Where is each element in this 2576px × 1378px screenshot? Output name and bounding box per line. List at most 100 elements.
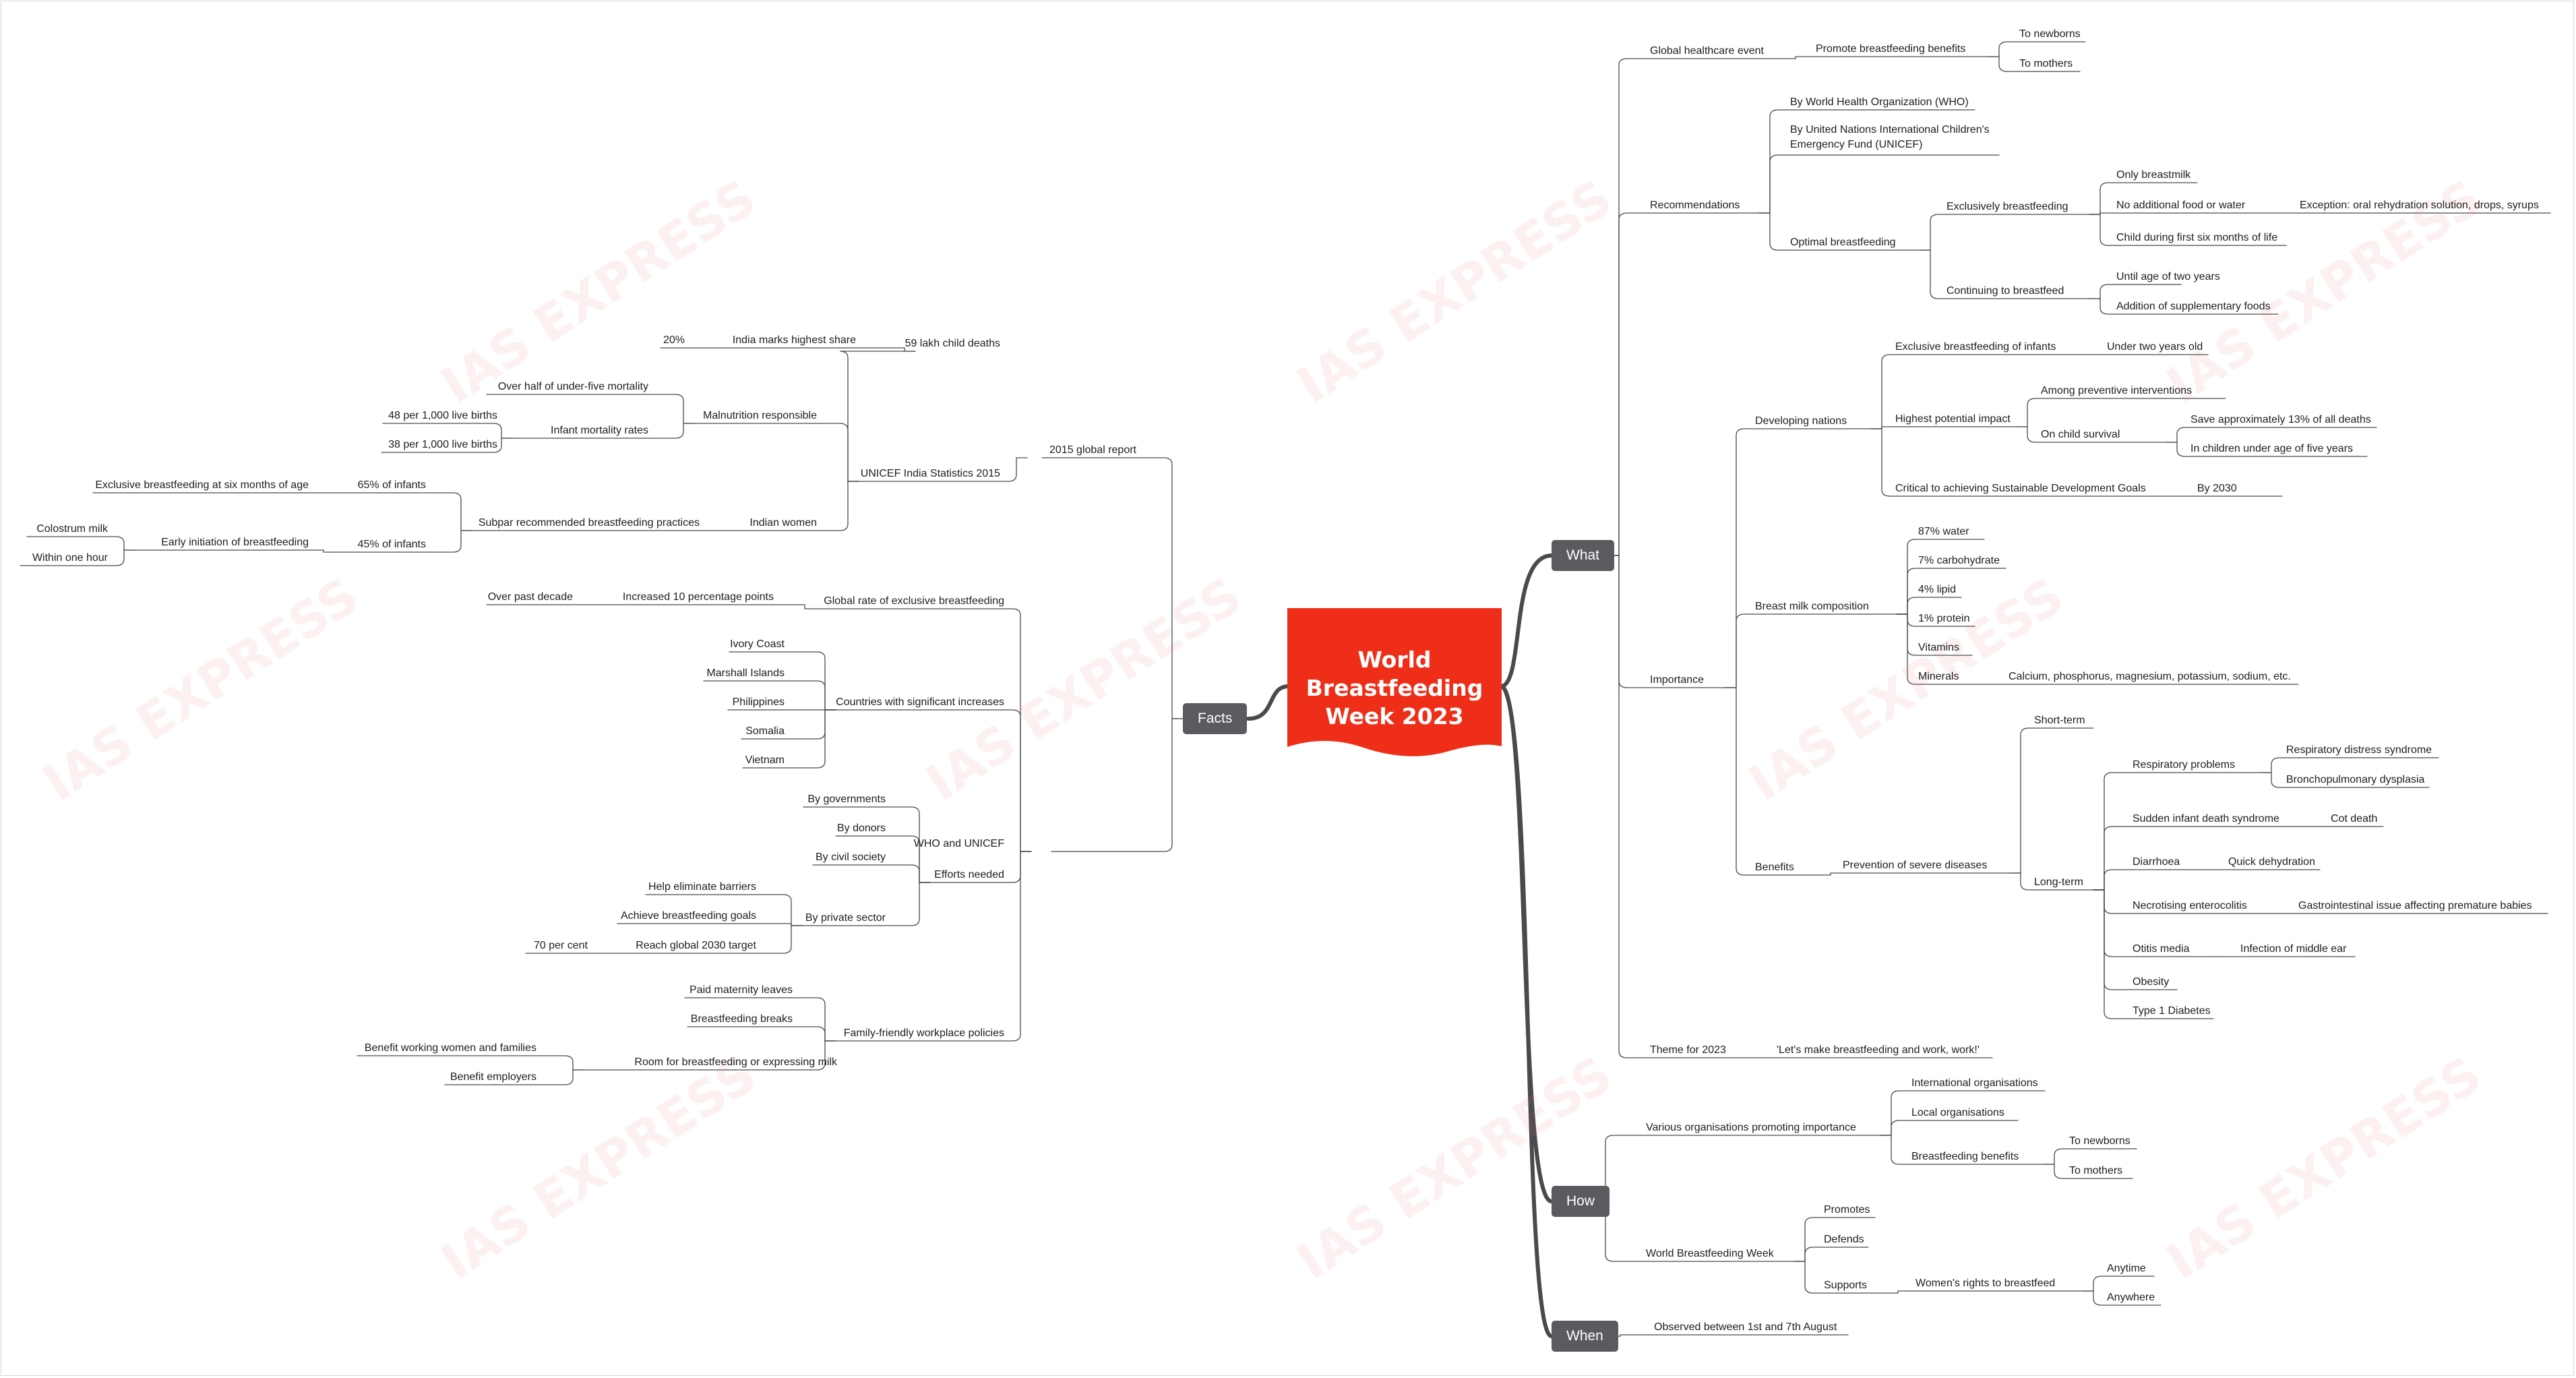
node-observed[interactable]: Observed between 1st and 7th August [1654, 1321, 1837, 1333]
node-somalia[interactable]: Somalia [745, 725, 785, 737]
node-reach-target[interactable]: Reach global 2030 target [636, 940, 756, 951]
node-colostrum[interactable]: Colostrum milk [36, 523, 108, 535]
branch-when[interactable]: When [1552, 1321, 1618, 1352]
node-philippines[interactable]: Philippines [732, 696, 785, 708]
node-unicef-india[interactable]: UNICEF India Statistics 2015 [860, 468, 1000, 479]
node-sids[interactable]: Sudden infant death syndrome [2133, 813, 2279, 825]
node-middle-ear[interactable]: Infection of middle ear [2240, 943, 2347, 955]
node-imr-38[interactable]: 38 per 1,000 live births [388, 439, 497, 450]
node-imr-48[interactable]: 48 per 1,000 live births [388, 410, 497, 421]
node-by-private[interactable]: By private sector [805, 912, 886, 924]
branch-facts[interactable]: Facts [1183, 703, 1248, 734]
node-otitis[interactable]: Otitis media [2133, 943, 2190, 955]
node-under-two[interactable]: Under two years old [2107, 341, 2203, 353]
node-theme-value[interactable]: 'Let's make breastfeeding and work, work… [1777, 1044, 1980, 1056]
node-two-years[interactable]: Until age of two years [2116, 271, 2220, 282]
node-how-to-newborns[interactable]: To newborns [2069, 1135, 2130, 1147]
node-nec[interactable]: Necrotising enterocolitis [2133, 900, 2247, 911]
node-india-share[interactable]: India marks highest share [732, 334, 856, 346]
node-to-newborns[interactable]: To newborns [2019, 28, 2081, 40]
node-anytime[interactable]: Anytime [2107, 1263, 2146, 1274]
node-pct-65[interactable]: 65% of infants [357, 479, 426, 491]
node-exception[interactable]: Exception: oral rehydration solution, dr… [2300, 200, 2539, 211]
node-exclusively[interactable]: Exclusively breastfeeding [1946, 201, 2068, 212]
node-excl-infants[interactable]: Exclusive breastfeeding of infants [1895, 341, 2056, 353]
node-child-survival[interactable]: On child survival [2041, 429, 2120, 440]
branch-what[interactable]: What [1552, 540, 1615, 571]
node-diarrhoea[interactable]: Diarrhoea [2133, 856, 2180, 868]
node-benefit-employers[interactable]: Benefit employers [450, 1071, 536, 1083]
node-subpar[interactable]: Subpar recommended breastfeeding practic… [478, 517, 700, 529]
node-only-milk[interactable]: Only breastmilk [2116, 169, 2191, 181]
node-long-term[interactable]: Long-term [2034, 876, 2083, 888]
node-workplace[interactable]: Family-friendly workplace policies [843, 1027, 1004, 1039]
node-short-term[interactable]: Short-term [2034, 715, 2085, 726]
node-twenty-pct[interactable]: 20% [663, 334, 685, 346]
node-by-who[interactable]: By World Health Organization (WHO) [1790, 96, 1969, 108]
node-global-rate[interactable]: Global rate of exclusive breastfeeding [824, 595, 1004, 607]
node-obesity[interactable]: Obesity [2133, 976, 2170, 988]
node-benefit-women[interactable]: Benefit working women and families [364, 1042, 536, 1054]
node-bf-breaks[interactable]: Breastfeeding breaks [690, 1013, 793, 1025]
node-benefits[interactable]: Benefits [1755, 862, 1794, 873]
node-diabetes[interactable]: Type 1 Diabetes [2133, 1005, 2211, 1017]
node-global-event[interactable]: Global healthcare event [1650, 45, 1764, 57]
node-sdg[interactable]: Critical to achieving Sustainable Develo… [1895, 483, 2146, 494]
node-global-report[interactable]: 2015 global report [1049, 444, 1136, 456]
node-no-food[interactable]: No additional food or water [2116, 200, 2246, 211]
node-indian-women[interactable]: Indian women [749, 517, 817, 529]
node-respiratory[interactable]: Respiratory problems [2133, 759, 2236, 771]
node-highest-impact[interactable]: Highest potential impact [1895, 413, 2011, 425]
node-vietnam[interactable]: Vietnam [745, 754, 785, 766]
node-past-decade[interactable]: Over past decade [487, 591, 573, 603]
node-protein[interactable]: 1% protein [1918, 613, 1970, 624]
node-who-unicef[interactable]: WHO and UNICEF [913, 838, 1004, 849]
node-cot-death[interactable]: Cot death [2331, 813, 2378, 825]
node-child-deaths[interactable]: 59 lakh child deaths [904, 338, 1000, 349]
node-one-hour[interactable]: Within one hour [32, 552, 108, 564]
node-anywhere[interactable]: Anywhere [2107, 1292, 2155, 1303]
node-local[interactable]: Local organisations [1911, 1107, 2004, 1118]
node-quick-dehydration[interactable]: Quick dehydration [2228, 856, 2315, 868]
node-vitamins[interactable]: Vitamins [1918, 642, 1960, 653]
node-help-eliminate[interactable]: Help eliminate barriers [648, 881, 756, 893]
node-pct-45[interactable]: 45% of infants [357, 539, 426, 550]
node-recommendations[interactable]: Recommendations [1650, 200, 1740, 211]
node-promotes[interactable]: Promotes [1824, 1204, 1870, 1216]
node-countries[interactable]: Countries with significant increases [836, 696, 1004, 708]
node-under-five[interactable]: In children under age of five years [2190, 443, 2354, 454]
node-among-preventive[interactable]: Among preventive interventions [2041, 385, 2192, 396]
node-six-months[interactable]: Child during first six months of life [2116, 232, 2278, 243]
node-achieve-goals[interactable]: Achieve breastfeeding goals [620, 910, 756, 922]
node-international[interactable]: International organisations [1911, 1077, 2038, 1089]
node-various-orgs[interactable]: Various organisations promoting importan… [1646, 1122, 1856, 1133]
node-minerals[interactable]: Minerals [1918, 671, 1959, 682]
node-womens-rights[interactable]: Women's rights to breastfeed [1915, 1278, 2056, 1289]
node-carb[interactable]: 7% carbohydrate [1918, 555, 2000, 566]
node-optimal[interactable]: Optimal breastfeeding [1790, 237, 1896, 248]
node-early-init[interactable]: Early initiation of breastfeeding [161, 537, 309, 548]
node-supplementary[interactable]: Addition of supplementary foods [2116, 301, 2271, 312]
node-bpd[interactable]: Bronchopulmonary dysplasia [2286, 774, 2425, 785]
node-bf-benefits[interactable]: Breastfeeding benefits [1911, 1151, 2019, 1162]
node-composition[interactable]: Breast milk composition [1755, 601, 1869, 612]
node-by-donors[interactable]: By donors [836, 822, 886, 834]
node-by-civil[interactable]: By civil society [815, 851, 886, 863]
node-supports[interactable]: Supports [1824, 1280, 1868, 1291]
node-by-2030[interactable]: By 2030 [2197, 483, 2237, 494]
node-water[interactable]: 87% water [1918, 526, 1969, 537]
node-imr[interactable]: Infant mortality rates [551, 425, 648, 436]
node-theme-label[interactable]: Theme for 2023 [1650, 1044, 1726, 1056]
node-by-governments[interactable]: By governments [807, 793, 886, 805]
node-lipid[interactable]: 4% lipid [1918, 584, 1957, 595]
node-how-to-mothers[interactable]: To mothers [2069, 1165, 2123, 1176]
node-marshall[interactable]: Marshall Islands [706, 667, 785, 679]
node-wbw[interactable]: World Breastfeeding Week [1646, 1248, 1774, 1259]
node-importance[interactable]: Importance [1650, 674, 1705, 686]
node-efforts[interactable]: Efforts needed [934, 869, 1004, 880]
node-over-half[interactable]: Over half of under-five mortality [497, 381, 648, 392]
node-minerals-list[interactable]: Calcium, phosphorus, magnesium, potassiu… [2008, 671, 2291, 682]
node-excl-six[interactable]: Exclusive breastfeeding at six months of… [95, 479, 309, 491]
node-increased-10[interactable]: Increased 10 percentage points [622, 591, 774, 603]
node-continuing[interactable]: Continuing to breastfeed [1946, 285, 2064, 297]
